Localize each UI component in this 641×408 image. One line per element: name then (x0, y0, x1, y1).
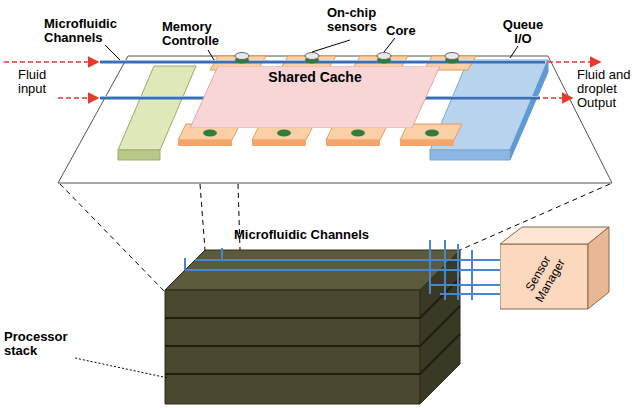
part-label: Memory Controlle (162, 20, 236, 48)
chip-layer (58, 56, 612, 183)
microfluidic-channel (185, 240, 500, 300)
part-label: Core (386, 24, 426, 38)
part-label: Microfluidic Channels (44, 17, 126, 45)
leader-line (75, 358, 168, 378)
part-label: Fluid input (18, 68, 58, 96)
part-label: On-chip sensors (327, 6, 389, 34)
part-label: Microfluidic Channels (234, 228, 414, 242)
memory-controller-side (118, 150, 160, 160)
processor-stack-front (165, 290, 420, 404)
core-front (178, 140, 454, 146)
sensor-manager-box: Sensor Manager (500, 226, 610, 310)
shared-cache: Shared Cache (190, 66, 440, 128)
stack-layer-line (165, 278, 460, 374)
queue-io-side (510, 60, 548, 160)
part-label: Queue I/O (500, 18, 546, 46)
part-label: Fluid and droplet Output (577, 68, 641, 110)
queue-io-front (430, 150, 510, 160)
part-label: Processor stack (4, 330, 84, 358)
node-label: Shared Cache (190, 66, 440, 85)
processor-stack-side (420, 250, 460, 404)
